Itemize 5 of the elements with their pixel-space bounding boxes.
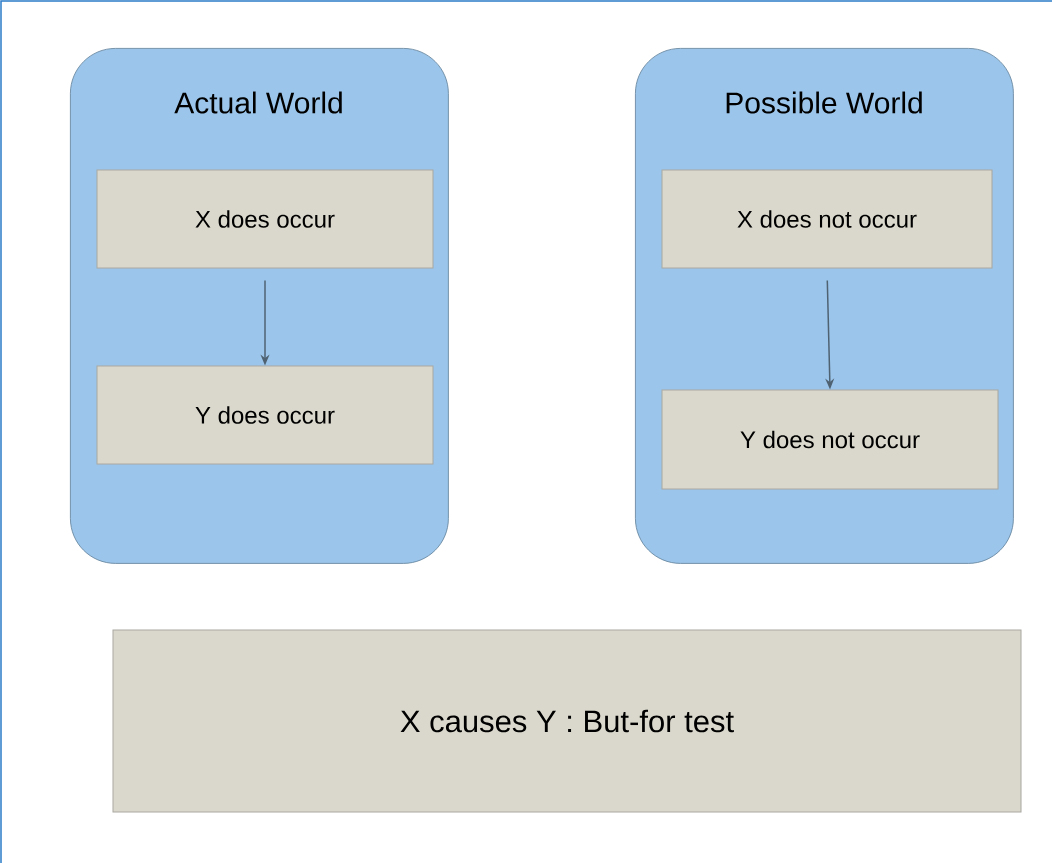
process-box: Y does not occur [661, 389, 999, 490]
process-box: X does occur [96, 169, 434, 269]
process-box: X does not occur [661, 169, 993, 269]
process-box: Y does occur [96, 365, 434, 465]
process-box: X causes Y : But-for test [112, 629, 1022, 813]
